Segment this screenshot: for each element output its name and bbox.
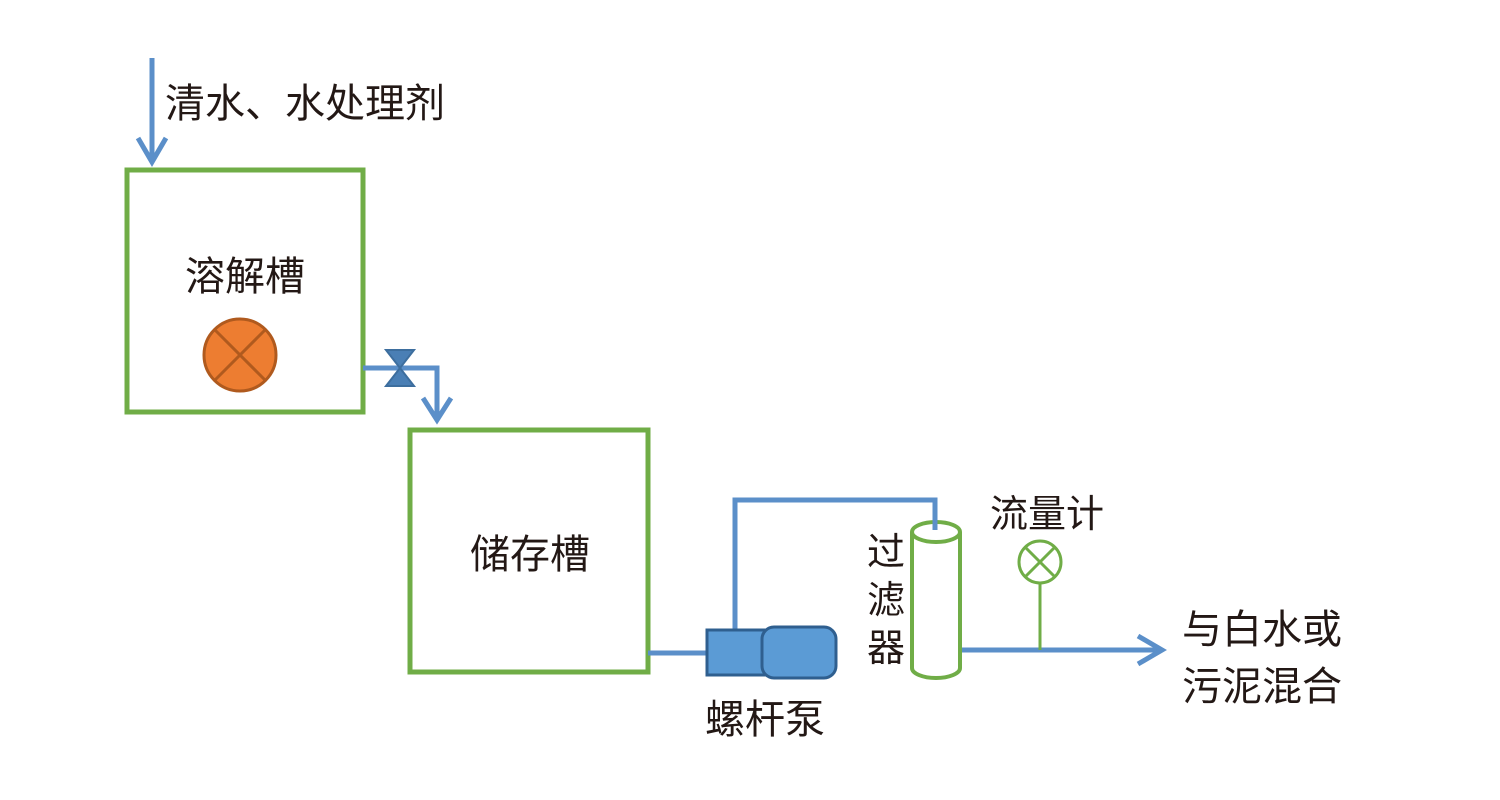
filter-icon <box>910 520 962 680</box>
storage-tank-label: 储存槽 <box>470 532 590 578</box>
output-arrow <box>962 633 1167 667</box>
filter-label-2: 滤 <box>867 578 905 622</box>
mixer-icon <box>202 317 278 393</box>
filter-label-1: 过 <box>867 530 905 574</box>
dissolving-tank-label: 溶解槽 <box>185 254 305 300</box>
input-arrow <box>135 58 169 167</box>
filter-label-3: 器 <box>867 626 905 670</box>
valve-icon <box>383 349 417 387</box>
screw-pump-label: 螺杆泵 <box>705 697 825 743</box>
input-label: 清水、水处理剂 <box>165 81 445 127</box>
flowmeter-label: 流量计 <box>990 492 1104 536</box>
output-label-line1: 与白水或 <box>1182 607 1342 653</box>
flowmeter-icon <box>1017 539 1063 650</box>
transfer-pipe <box>363 365 454 425</box>
screw-pump-icon <box>705 625 838 680</box>
output-label-line2: 污泥混合 <box>1182 664 1342 710</box>
storage-tank <box>407 427 651 675</box>
dissolving-tank <box>124 167 366 415</box>
